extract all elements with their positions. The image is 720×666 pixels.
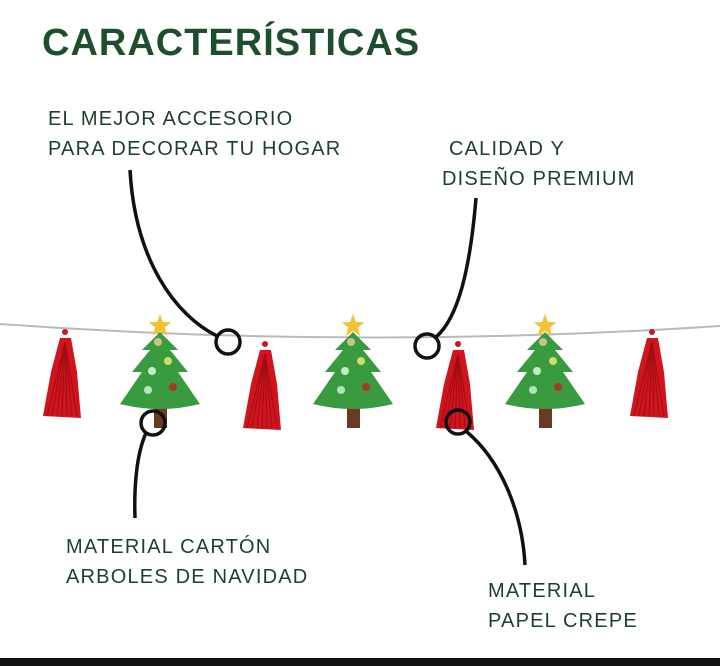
- christmas-tree: [120, 314, 200, 428]
- callout-line: DISEÑO PREMIUM: [442, 168, 636, 190]
- star-icon: [341, 314, 365, 336]
- tassel: [243, 341, 281, 430]
- callout-pointers: [128, 169, 527, 566]
- pointer-line: [133, 432, 148, 519]
- christmas-tree: [505, 314, 585, 428]
- bottom-bar: [0, 658, 720, 666]
- callout-crepe: MATERIAL PAPEL CREPE: [488, 576, 638, 636]
- tassel: [43, 329, 81, 418]
- callout-line: CALIDAD Y: [449, 138, 566, 160]
- garland-string: [0, 323, 720, 339]
- callout-line: MATERIAL CARTÓN: [66, 536, 272, 558]
- pointer-line: [434, 197, 478, 339]
- pointer-circle: [413, 332, 441, 360]
- star-icon: [533, 314, 557, 336]
- christmas-tree: [313, 314, 393, 428]
- pointer-line: [128, 169, 218, 338]
- callout-line: ARBOLES DE NAVIDAD: [66, 566, 309, 588]
- pointer-line: [465, 430, 527, 566]
- pointer-circle: [139, 409, 167, 437]
- page-title: CARACTERÍSTICAS: [42, 22, 421, 64]
- callout-line: EL MEJOR ACCESORIO: [48, 108, 294, 130]
- pointer-circle: [444, 408, 472, 436]
- callout-line: PAPEL CREPE: [488, 610, 638, 632]
- callout-cardboard: MATERIAL CARTÓN ARBOLES DE NAVIDAD: [66, 532, 308, 592]
- callout-line: MATERIAL: [488, 580, 597, 602]
- callout-line: PARA DECORAR TU HOGAR: [48, 138, 342, 160]
- callout-decor: EL MEJOR ACCESORIO PARA DECORAR TU HOGAR: [48, 104, 341, 164]
- pointer-circle: [214, 328, 242, 356]
- tassel: [630, 329, 668, 418]
- star-icon: [148, 314, 172, 336]
- callout-quality: CALIDAD Y DISEÑO PREMIUM: [442, 134, 635, 194]
